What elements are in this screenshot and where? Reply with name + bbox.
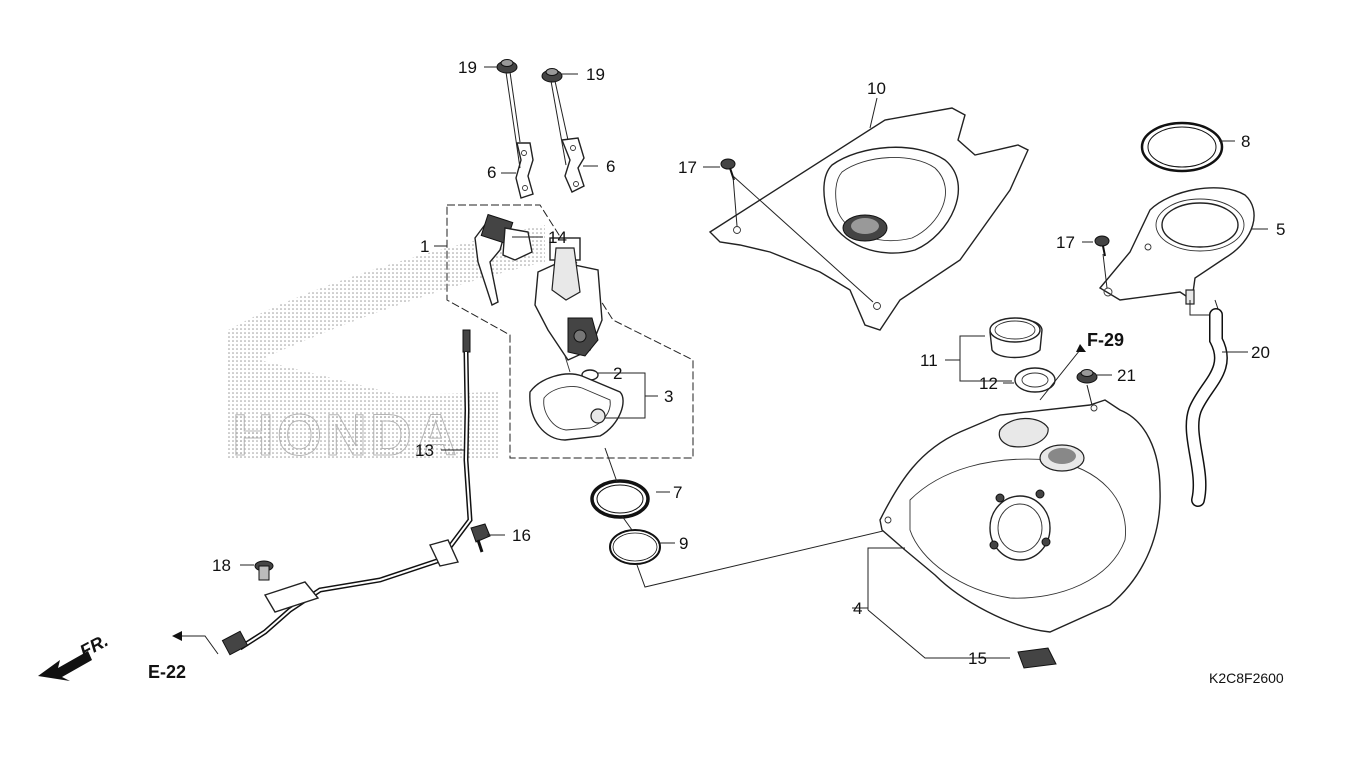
bolt-16 (470, 523, 491, 553)
callout-labels: 19 19 6 6 14 1 2 3 13 7 16 9 18 10 17 8 … (212, 58, 1285, 668)
callout-13: 13 (415, 441, 434, 460)
fuel-tank-4 (879, 399, 1161, 633)
bolt-18 (254, 560, 274, 581)
connector-14 (474, 213, 533, 306)
gasket-12 (1014, 367, 1056, 393)
callout-19-left: 19 (458, 58, 477, 77)
callout-6-left: 6 (487, 163, 496, 182)
clip-17-right (1094, 235, 1110, 257)
callout-8: 8 (1241, 132, 1250, 151)
callout-21: 21 (1117, 366, 1136, 385)
callout-3: 3 (664, 387, 673, 406)
plate-5 (1098, 187, 1255, 305)
strainer-3 (529, 373, 624, 441)
seal-9 (609, 529, 661, 565)
callout-18: 18 (212, 556, 231, 575)
callout-19-right: 19 (586, 65, 605, 84)
callout-17-left: 17 (678, 158, 697, 177)
callout-15: 15 (968, 649, 987, 668)
callout-12: 12 (979, 374, 998, 393)
callout-5: 5 (1276, 220, 1285, 239)
pad-15 (1017, 647, 1057, 669)
seal-8 (1140, 121, 1224, 173)
callout-9: 9 (679, 534, 688, 553)
callout-20: 20 (1251, 343, 1270, 362)
cover-10 (708, 107, 1029, 331)
cable-13 (221, 329, 473, 656)
fuel-cap-11 (989, 317, 1043, 359)
callout-1: 1 (420, 237, 429, 256)
callout-10: 10 (867, 79, 886, 98)
callout-6-right: 6 (606, 157, 615, 176)
callout-4: 4 (853, 599, 862, 618)
front-direction-arrow: FR. (38, 630, 111, 681)
callout-2: 2 (613, 364, 622, 383)
callout-17-right: 17 (1056, 233, 1075, 252)
callout-14: 14 (548, 228, 567, 247)
seal-7 (590, 479, 650, 519)
drawing-code: K2C8F2600 (1209, 670, 1284, 686)
callout-11: 11 (920, 351, 938, 370)
callout-7: 7 (673, 483, 682, 502)
bracket-left (496, 59, 534, 199)
fuel-pump (534, 237, 603, 373)
honda-watermark: HONDA (228, 225, 545, 469)
nut-21 (1076, 369, 1098, 384)
ref-e22: E-22 (148, 662, 186, 682)
ref-f29: F-29 (1087, 330, 1124, 350)
callout-16: 16 (512, 526, 531, 545)
bracket-right (541, 68, 585, 193)
watermark-text: HONDA (232, 403, 460, 468)
